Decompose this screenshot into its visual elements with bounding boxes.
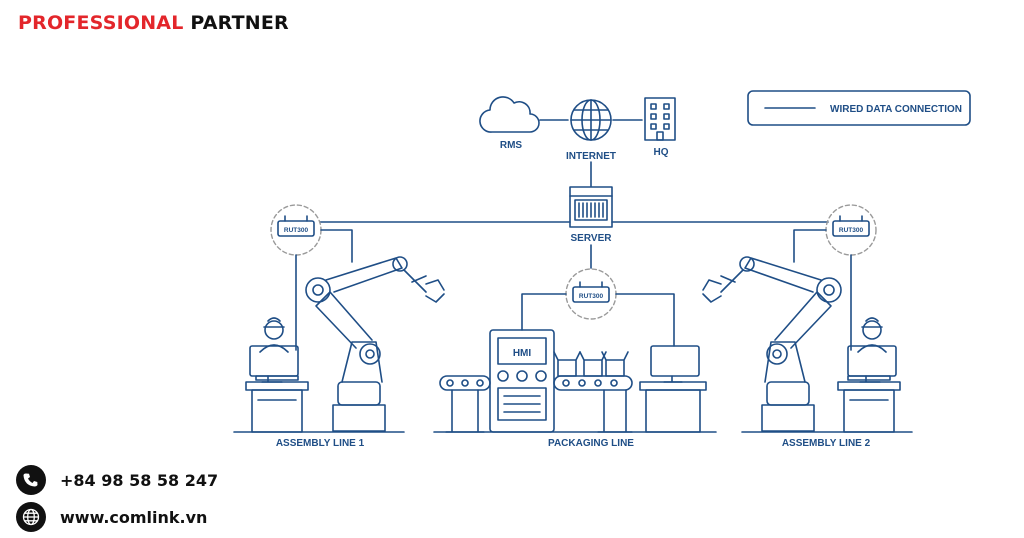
router-center: RUT300 [572, 281, 610, 303]
router-left-label: RUT300 [284, 227, 309, 234]
globe-icon [570, 99, 612, 141]
packaging-line-label: PACKAGING LINE [548, 438, 634, 449]
rms-label: RMS [500, 140, 523, 151]
server-icon [569, 186, 613, 228]
web-icon [16, 502, 46, 532]
hmi-label: HMI [513, 348, 532, 359]
legend-box: WIRED DATA CONNECTION [747, 90, 971, 126]
building-icon [644, 97, 676, 141]
cloud-icon [479, 96, 540, 133]
website-contact[interactable]: www.comlink.vn [16, 502, 207, 532]
brand-word-professional: PROFESSIONAL [18, 12, 184, 34]
robot-arm-icon [702, 256, 842, 432]
worker-icon [259, 317, 289, 353]
router-right-label: RUT300 [839, 227, 864, 234]
website-url[interactable]: www.comlink.vn [60, 507, 208, 527]
brand-word-partner: PARTNER [190, 12, 289, 34]
robot-arm-icon [305, 256, 445, 432]
internet-label: INTERNET [566, 151, 616, 162]
phone-contact[interactable]: +84 98 58 58 247 [16, 465, 218, 495]
router-left: RUT300 [277, 215, 315, 237]
monitor-icon [650, 345, 700, 383]
legend-label: WIRED DATA CONNECTION [830, 104, 962, 115]
worker-icon [857, 317, 887, 353]
brand-title: PROFESSIONAL PARTNER [18, 12, 289, 34]
monitor-icon [847, 345, 897, 383]
server-label: SERVER [571, 233, 613, 244]
phone-number[interactable]: +84 98 58 58 247 [60, 470, 219, 490]
assembly-line-2-label: ASSEMBLY LINE 2 [782, 438, 871, 449]
assembly-line-1 [245, 256, 445, 433]
hq-label: HQ [654, 147, 669, 158]
assembly-line-2 [702, 256, 901, 433]
packaging-line: HMI [439, 329, 707, 433]
assembly-line-1-label: ASSEMBLY LINE 1 [276, 438, 365, 449]
router-center-label: RUT300 [579, 293, 604, 300]
router-right: RUT300 [832, 215, 870, 237]
monitor-icon [249, 345, 299, 383]
phone-icon [16, 465, 46, 495]
